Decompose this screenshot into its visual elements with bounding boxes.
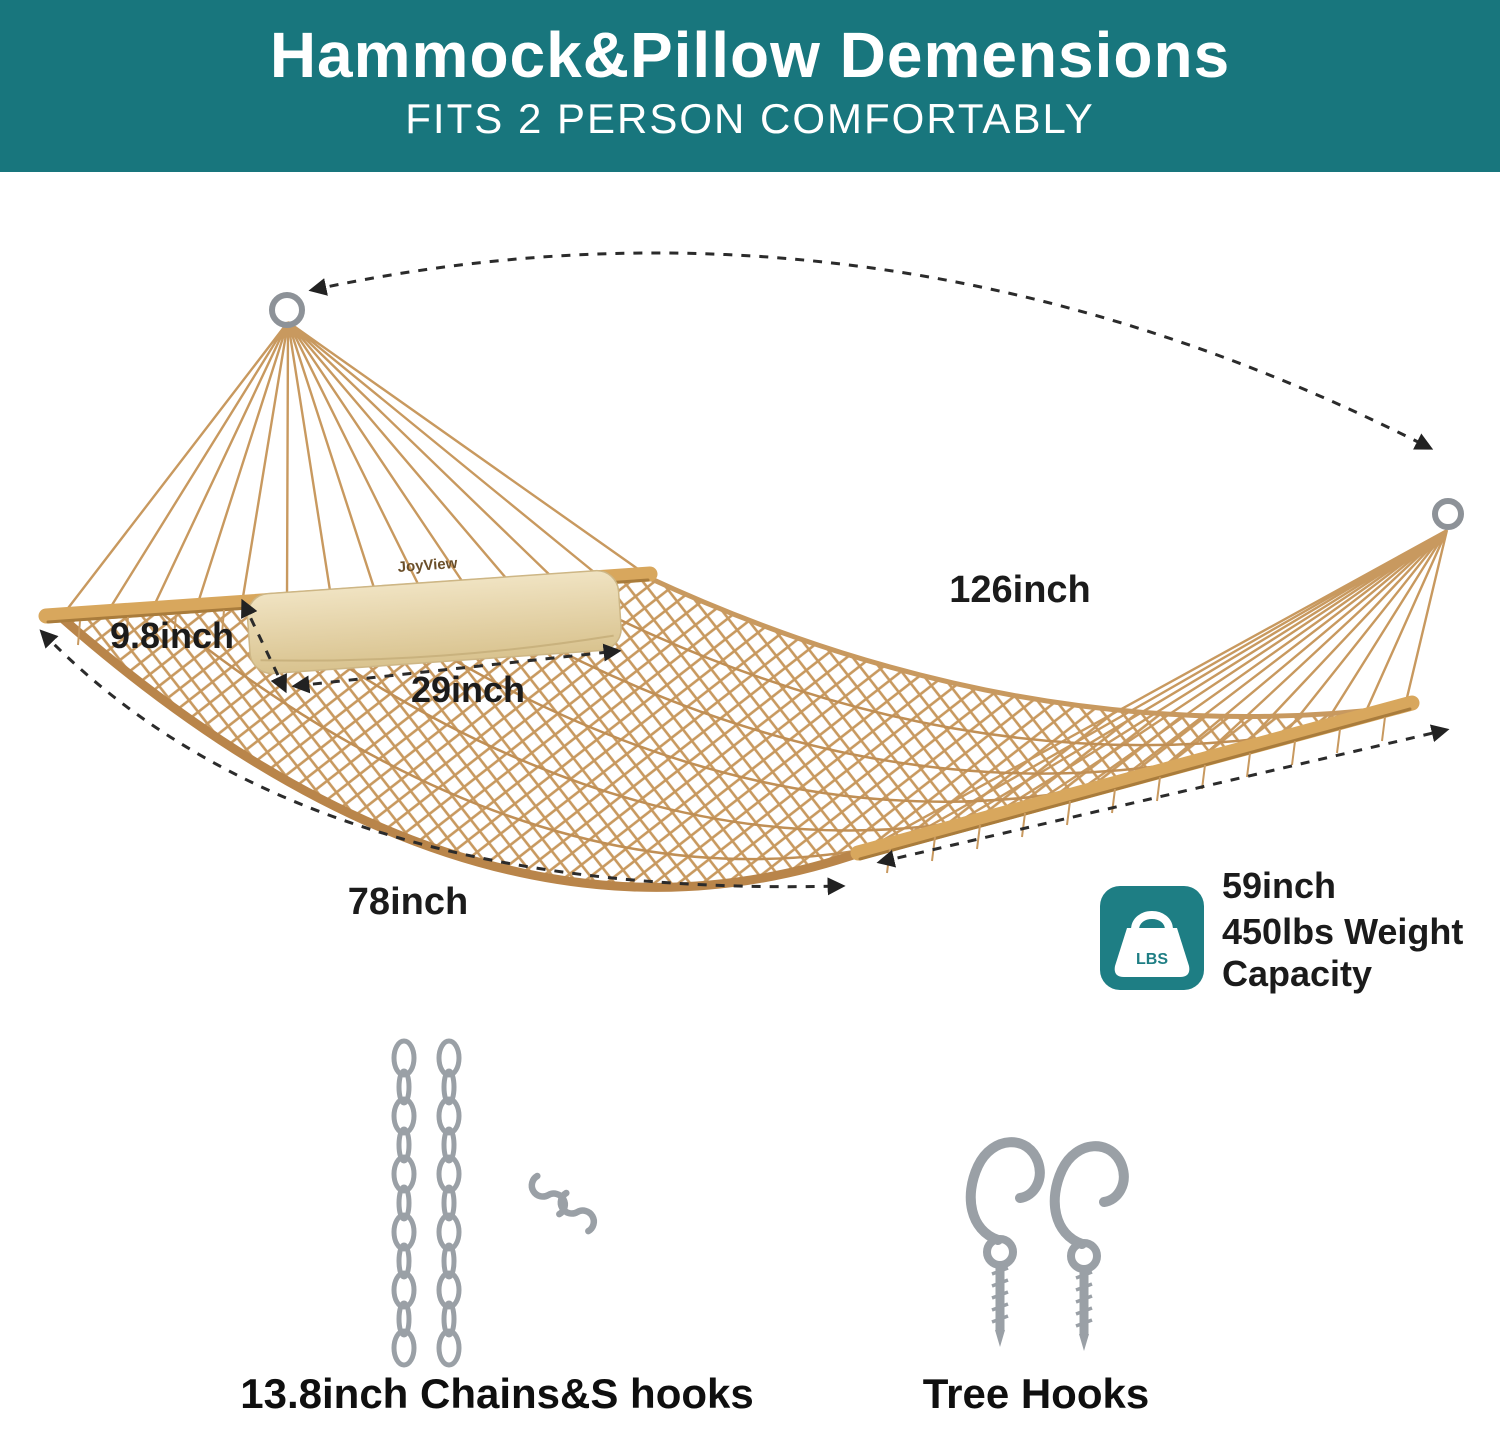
tree-hook-left [965,1137,1045,1347]
tree-hooks-illustration [965,1137,1129,1351]
dim-pillow-thickness-label: 9.8inch [110,615,234,656]
chain-right [439,1041,459,1365]
header-banner: Hammock&Pillow Demensions FITS 2 PERSON … [0,0,1500,172]
tree-hook-right [1049,1141,1129,1351]
dim-pillow-width-label: 29inch [411,669,525,710]
s-hooks [528,1172,598,1235]
chains-illustration [394,1041,598,1365]
page-title: Hammock&Pillow Demensions [269,19,1231,91]
chains-label: 13.8inch Chains&S hooks [240,1370,753,1417]
lbs-label: LBS [1136,951,1168,968]
left-hanging-ring [269,292,305,328]
dim-bed-width-arrow [876,724,1450,868]
weight-capacity-icon: LBS [1100,886,1204,990]
dim-overall-label: 126inch [949,569,1091,611]
dim-bed-length-label: 78inch [348,881,468,923]
brand-label: JoyView [397,555,458,576]
dim-overall-arrow [308,251,1434,450]
weight-capacity-line2: Capacity [1222,953,1372,994]
dim-bed-width-label: 59inch [1222,865,1336,906]
rope-fan-left [61,321,646,617]
weight-capacity-line1: 450lbs Weight [1222,911,1463,952]
tree-hooks-label: Tree Hooks [923,1370,1149,1417]
chain-left [394,1041,414,1365]
page-subtitle: FITS 2 PERSON COMFORTABLY [405,95,1095,143]
net-top-edge [643,573,1409,720]
rope-fan-right [864,528,1449,852]
right-hanging-ring [1432,498,1464,530]
